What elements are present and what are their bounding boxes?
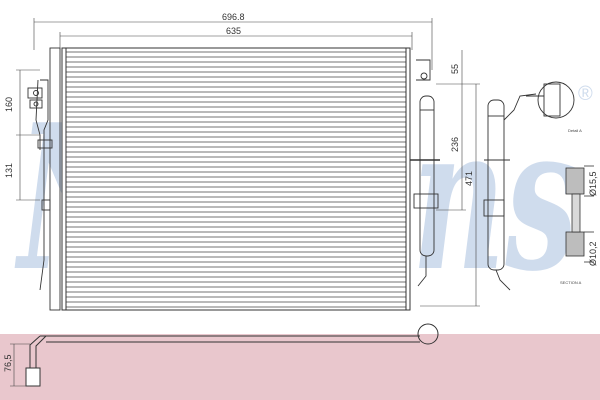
receiver-drier [410, 59, 440, 287]
lower-band [0, 334, 600, 400]
section-a-view [565, 165, 594, 263]
left-dimension-lines [16, 69, 40, 201]
dim-bottom-height: 76,5 [3, 354, 13, 372]
section-label: SECTION A [560, 280, 582, 285]
condenser-fins [66, 51, 406, 308]
dim-core-height: 471 [464, 171, 474, 186]
bottom-dimension-lines [10, 343, 30, 387]
left-tank-and-pipes [27, 47, 61, 311]
detail-label: Detail A [568, 128, 582, 133]
detail-a-connector [526, 81, 575, 119]
dim-left-mid: 131 [4, 163, 14, 178]
top-dimension-lines [33, 18, 433, 70]
condenser-core [61, 47, 411, 311]
dim-overall-width: 696.8 [222, 12, 245, 22]
right-dimension-lines [420, 50, 480, 307]
dim-left-top: 160 [4, 97, 14, 112]
side-view [483, 93, 537, 291]
bottom-pipe [25, 323, 439, 387]
dim-pipe-diameter-1: Ø15,5 [588, 171, 598, 196]
dim-mid-height: 236 [450, 137, 460, 152]
dim-core-width: 635 [226, 26, 241, 36]
watermark-registered-mark: ® [578, 83, 593, 105]
dim-pipe-diameter-2: Ø10,2 [588, 241, 598, 266]
dim-top-offset: 55 [450, 64, 460, 74]
